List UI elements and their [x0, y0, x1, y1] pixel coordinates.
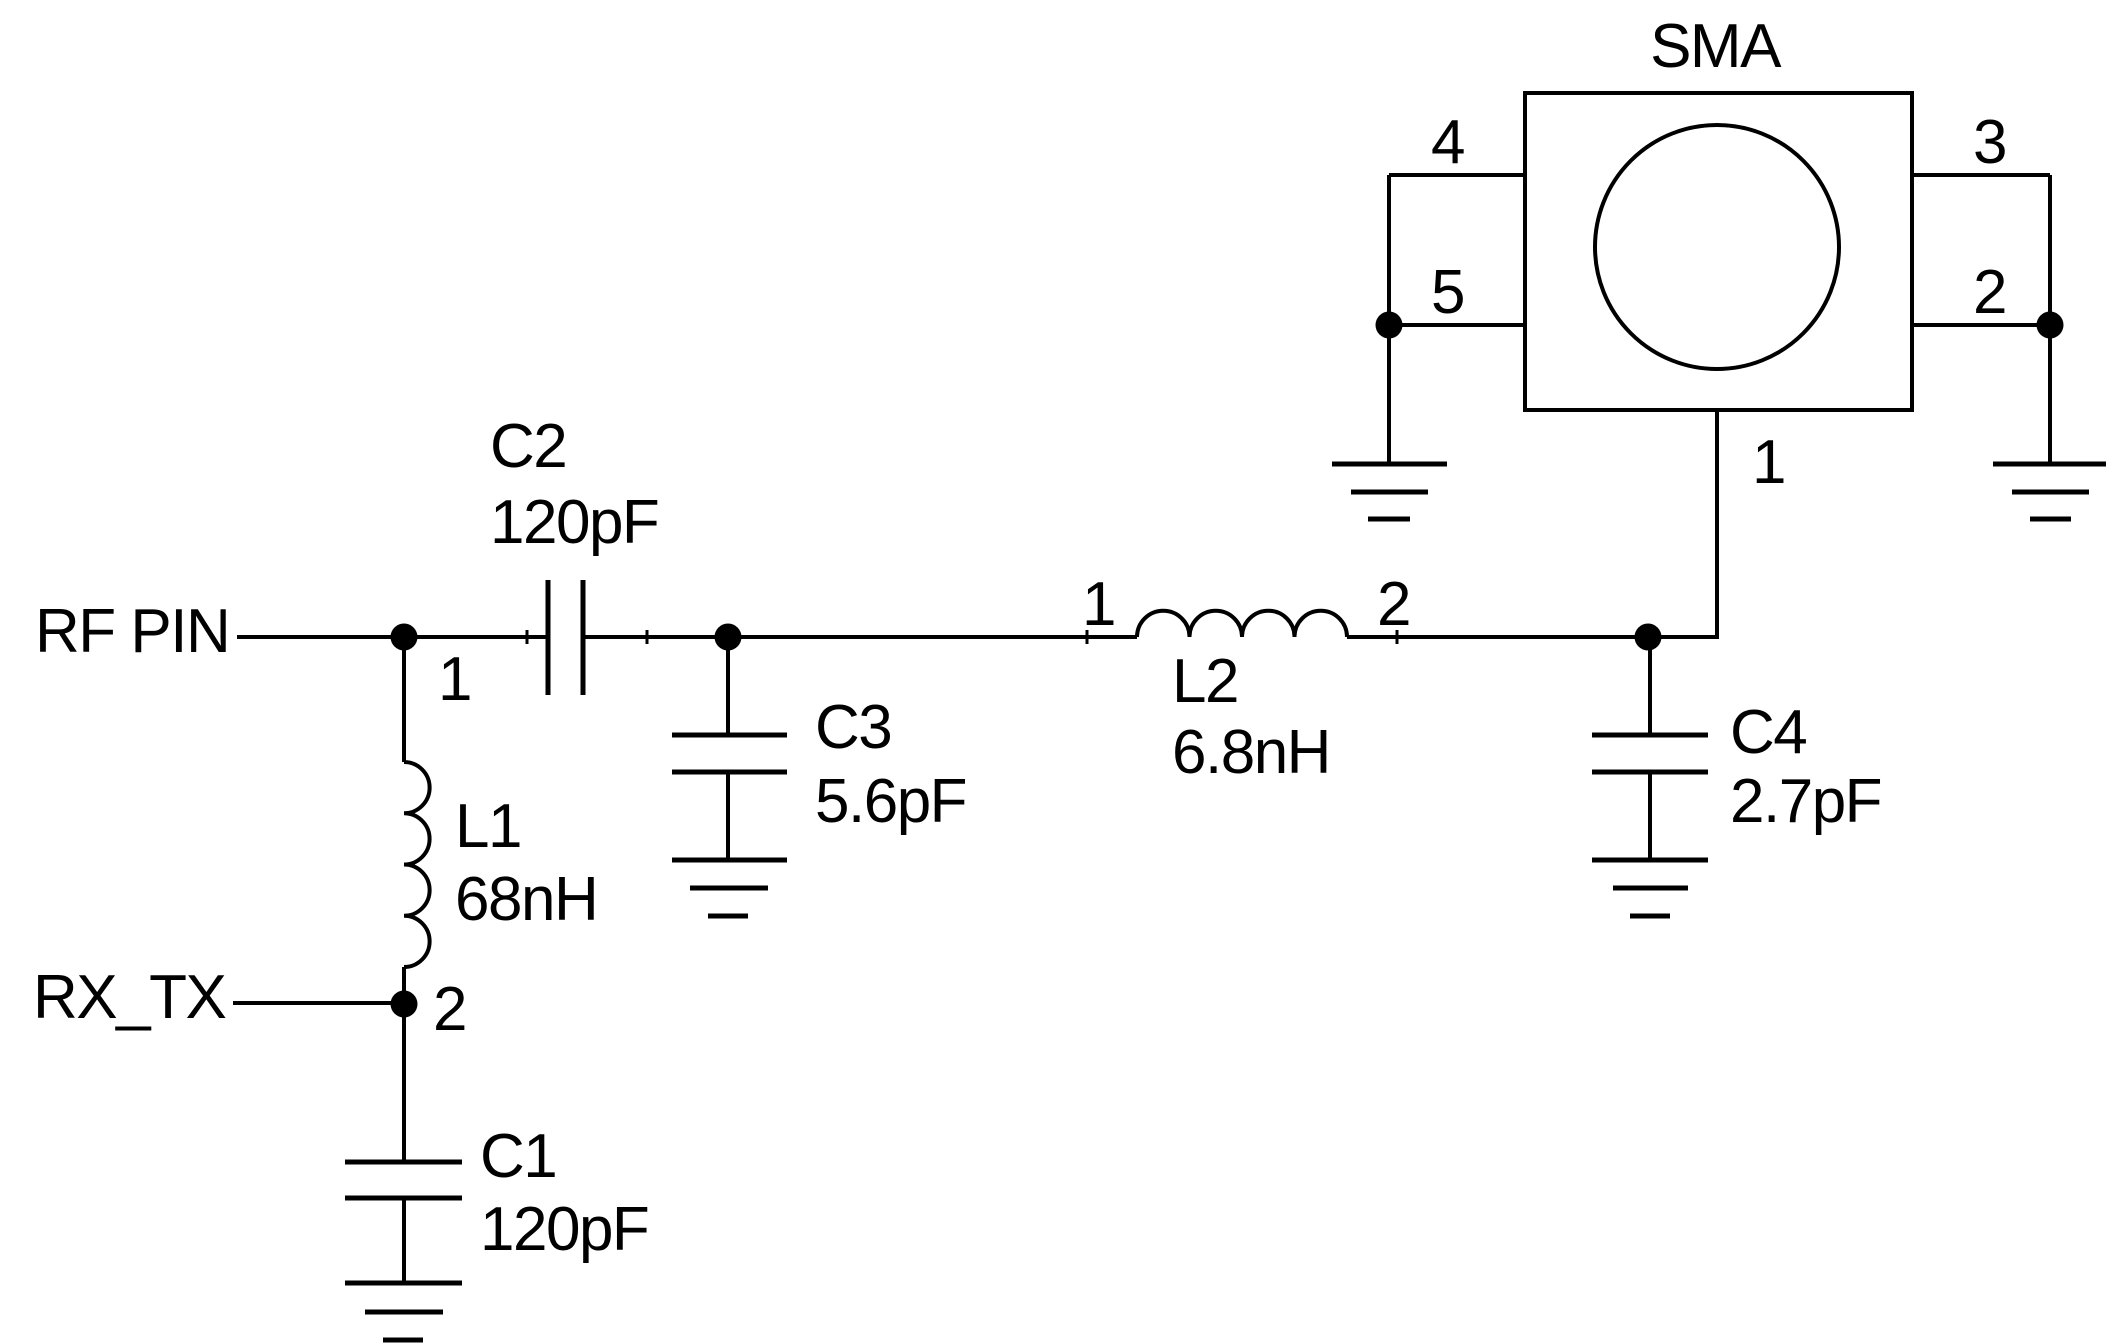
sma-title: SMA [1650, 12, 1782, 81]
ground-symbol [1592, 857, 1708, 919]
c3-refdes: C3 [815, 693, 891, 762]
c2-value: 120pF [490, 488, 658, 557]
sma-pin1-number: 1 [1752, 428, 1785, 497]
net-rf-pin: RF PIN [35, 597, 546, 666]
junction-dot-node1 [390, 623, 418, 651]
sma-connector: SMA 4 5 3 2 1 [1332, 12, 2106, 522]
sma-body-outline [1523, 91, 1914, 412]
ground-symbol [672, 857, 787, 919]
sma-coax-circle [1593, 123, 1841, 371]
ground-symbol [1993, 461, 2106, 522]
l1-pin2-number: 2 [433, 975, 466, 1044]
junction-dot-node2 [714, 623, 742, 651]
junction-dot-sma-pin5 [1375, 311, 1403, 339]
inductor-l1: 1 2 L1 68nH [402, 637, 599, 1162]
l1-coil-symbol [403, 760, 432, 969]
c1-value: 120pF [480, 1195, 648, 1264]
wire-l2-to-sma-pin1 [1347, 410, 1719, 639]
l2-pin2-number: 2 [1377, 570, 1410, 639]
l2-pin1-number: 1 [1082, 570, 1115, 639]
c3-value: 5.6pF [815, 767, 966, 836]
ground-symbol [345, 1280, 462, 1343]
capacitor-c4: C4 2.7pF [1592, 637, 1883, 919]
net-rx-tx: RX_TX [33, 963, 404, 1032]
c2-refdes: C2 [490, 412, 566, 481]
sma-pin5-number: 5 [1431, 258, 1464, 327]
l2-refdes: L2 [1172, 647, 1238, 716]
junction-dot-node3 [1634, 623, 1662, 651]
inductor-l2: 1 2 L2 6.8nH [1082, 570, 1411, 787]
junction-dot-rxtx [390, 990, 418, 1018]
sma-pin3-number: 3 [1973, 108, 2006, 177]
sma-pin2-number: 2 [1973, 258, 2006, 327]
l1-value: 68nH [455, 865, 597, 934]
capacitor-c2: C2 120pF [490, 412, 660, 695]
capacitor-c1: C1 120pF [345, 1122, 650, 1343]
rf-pin-label: RF PIN [35, 597, 229, 666]
rx-tx-label: RX_TX [33, 963, 226, 1032]
capacitor-c3: C3 5.6pF [672, 637, 968, 919]
junction-dot-sma-pin2 [2036, 311, 2064, 339]
l1-pin1-number: 1 [438, 645, 471, 714]
sma-pin4-number: 4 [1431, 108, 1464, 177]
c4-refdes: C4 [1730, 698, 1806, 767]
l1-refdes: L1 [455, 792, 521, 861]
c4-value: 2.7pF [1730, 767, 1881, 836]
ground-symbol [1332, 461, 1447, 522]
c1-refdes: C1 [480, 1122, 556, 1191]
l2-value: 6.8nH [1172, 718, 1330, 787]
l2-coil-symbol [1135, 608, 1349, 638]
